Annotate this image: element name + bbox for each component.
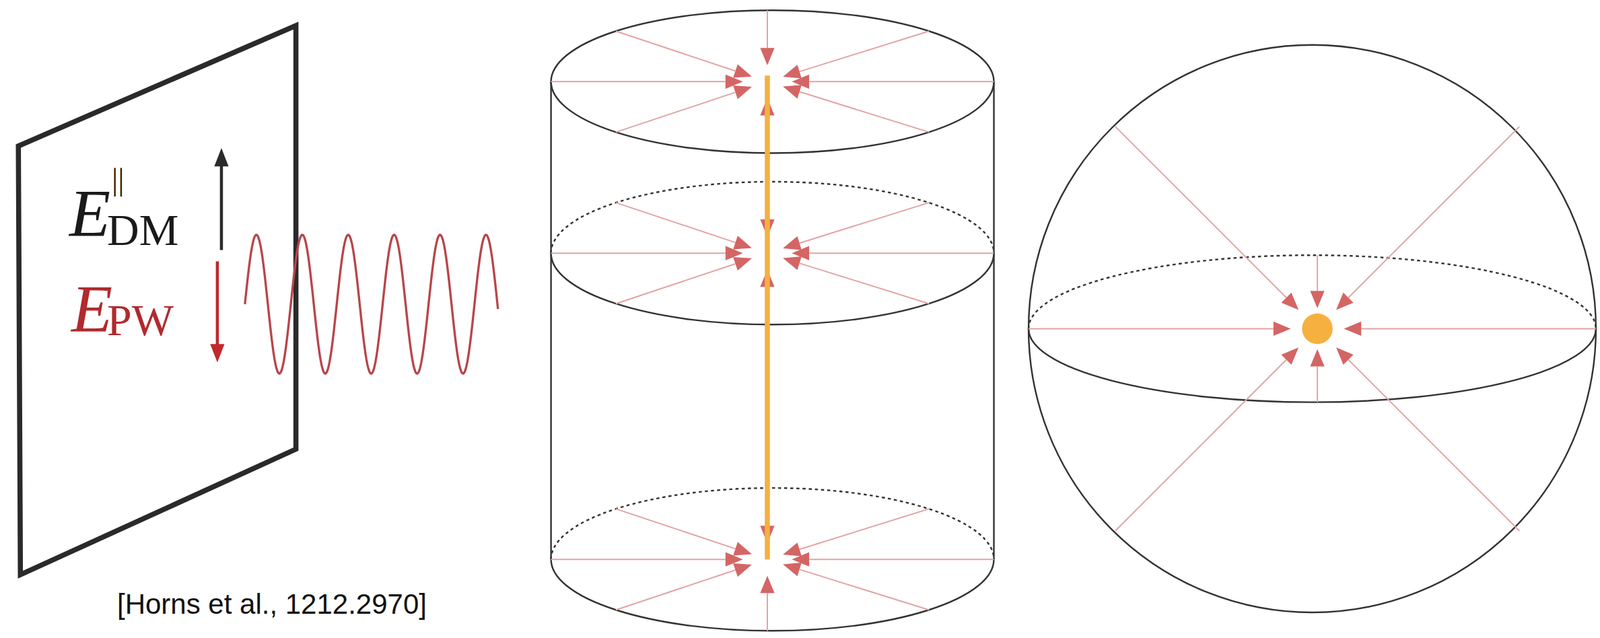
field-arrows — [551, 10, 995, 631]
field-line — [1028, 327, 1274, 330]
cylinder-side — [992, 81, 995, 560]
field-subscript: PW — [107, 298, 174, 343]
field-line — [1316, 255, 1318, 291]
field-arrow-head — [1343, 321, 1362, 336]
field-arrow-head — [782, 542, 802, 556]
field-subscript: DM — [107, 207, 179, 253]
arrow-shaft — [220, 163, 224, 251]
field-line — [615, 30, 736, 71]
field-arrow-head — [1336, 292, 1354, 311]
field-line — [799, 30, 929, 72]
parallel-mark: || — [111, 164, 124, 196]
field-symbol: E — [69, 179, 111, 248]
field-line — [615, 263, 736, 304]
field-line — [1348, 360, 1520, 532]
sphere-outline — [1028, 45, 1596, 613]
arrow-head — [210, 343, 225, 363]
field-arrow-head — [1280, 292, 1299, 311]
field-arrow-head — [733, 257, 752, 271]
field-arrow-head — [782, 256, 802, 270]
sphere — [1028, 45, 1596, 613]
field-arrow-head — [782, 64, 802, 79]
field-symbol: E — [71, 275, 113, 343]
disc-front — [551, 253, 995, 325]
field-arrow-head — [733, 541, 752, 556]
field-line — [615, 92, 736, 132]
field-line — [1115, 126, 1287, 298]
field-line — [615, 570, 736, 610]
field-arrow-head — [782, 84, 802, 99]
field-line — [799, 569, 929, 610]
line-charge — [764, 75, 771, 560]
field-arrow-head — [1280, 347, 1299, 365]
disc-back — [551, 181, 995, 254]
cylinder-top — [551, 10, 995, 153]
field-arrow-head — [1273, 321, 1292, 336]
arrow-head — [214, 148, 229, 167]
field-line — [809, 252, 994, 254]
disc-front — [551, 559, 995, 631]
field-line — [799, 202, 929, 243]
field-line — [1361, 327, 1596, 330]
field-arrows — [1028, 126, 1596, 532]
cylinder — [551, 10, 995, 631]
field-line — [1316, 366, 1318, 403]
field-arrow-head — [782, 236, 802, 250]
field-arrow-head — [733, 235, 752, 250]
field-line — [615, 202, 736, 243]
field-line — [799, 91, 929, 132]
field-arrow-head — [1336, 347, 1354, 365]
field-line — [1348, 126, 1520, 298]
field-line — [615, 508, 736, 549]
field-line — [551, 252, 726, 254]
field-arrow-head — [782, 562, 802, 577]
field-line — [799, 263, 929, 304]
field-arrow-head — [759, 575, 775, 594]
field-arrow-head — [1309, 349, 1325, 367]
field-line — [766, 593, 769, 631]
field-arrow-head — [733, 63, 752, 78]
field-line — [551, 80, 726, 83]
field-line — [551, 558, 726, 561]
arrow-shaft — [216, 261, 220, 347]
field-line — [799, 508, 929, 550]
plane-wave — [245, 234, 499, 374]
point-charge — [1301, 313, 1333, 345]
field-arrow-head — [1309, 290, 1325, 309]
cylinder-side — [549, 81, 552, 560]
plane — [18, 25, 296, 575]
citation: [Horns et al., 1212.2970] — [117, 590, 427, 619]
disc-back — [551, 488, 995, 560]
field-line — [766, 10, 769, 48]
field-arrow-head — [759, 47, 775, 66]
field-line — [809, 558, 994, 561]
field-line — [809, 80, 994, 83]
field-arrow-head — [733, 85, 752, 99]
field-arrow-head — [733, 563, 752, 577]
field-line — [1115, 360, 1287, 532]
